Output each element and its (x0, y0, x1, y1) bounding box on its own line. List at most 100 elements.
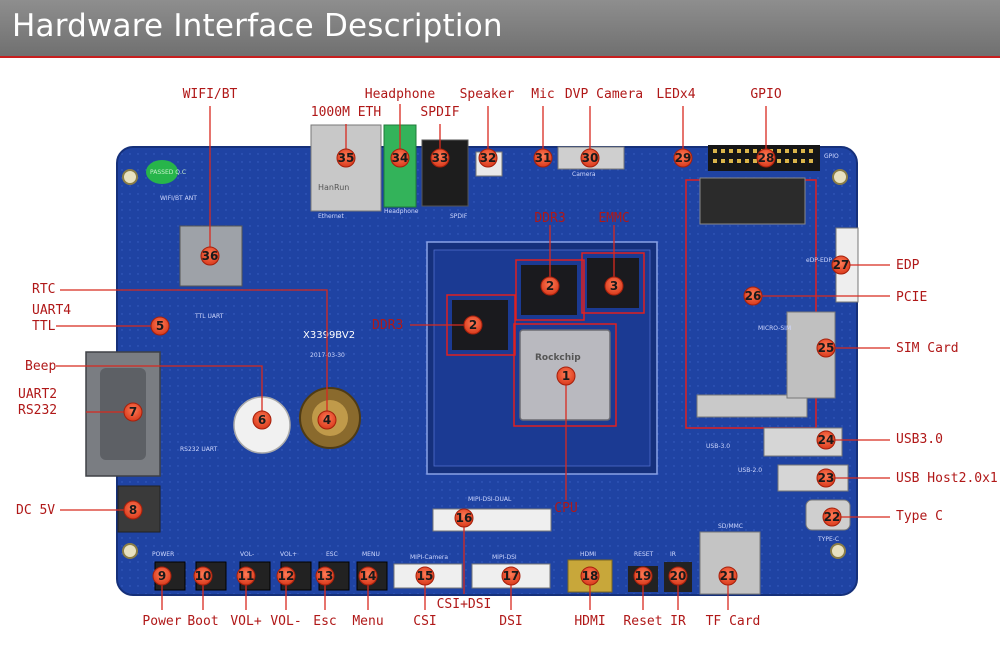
cpu-highlight (513, 323, 617, 427)
callout-number: 18 (582, 569, 599, 583)
callout-label: EDP (896, 258, 920, 273)
silk-power: POWER (152, 551, 174, 558)
gpio-pin (729, 159, 733, 163)
callout-number: 9 (158, 569, 166, 583)
callout-marker (276, 566, 296, 586)
emmc-highlight (581, 252, 645, 314)
callout-label: PCIE (896, 290, 927, 305)
silk-vol-plus: VOL+ (280, 551, 297, 558)
silk-mipi-dual: MIPI-DSI-DUAL (468, 496, 512, 503)
gpio-pin (753, 149, 757, 153)
gpio-pin (777, 149, 781, 153)
qc-sticker (146, 160, 178, 184)
gpio-pin (745, 159, 749, 163)
callout-number: 31 (535, 151, 552, 165)
callout-label: DSI (499, 614, 522, 629)
callout-marker (150, 316, 170, 336)
callout-number: 36 (202, 249, 219, 263)
callout-number: 4 (323, 413, 331, 427)
gpio-pin (713, 149, 717, 153)
callout-label: Speaker (460, 87, 515, 102)
silk-sd-mmc: SD/MMC (718, 523, 743, 530)
silk-headphone: Headphone (384, 208, 419, 215)
gpio-pin (729, 149, 733, 153)
callout-label: HDMI (574, 614, 605, 629)
callout-marker (315, 566, 335, 586)
gpio-pin (737, 159, 741, 163)
callout-number: 21 (720, 569, 737, 583)
gpio-pin (721, 159, 725, 163)
callout-label: TF Card (706, 614, 761, 629)
callout-marker (743, 286, 763, 306)
gpio-pin (737, 149, 741, 153)
rs232-connector-face (100, 368, 146, 460)
callout-label: Menu (352, 614, 383, 629)
callout-marker (430, 148, 450, 168)
callout-marker (123, 500, 143, 520)
callout-label: CSI+DSI (437, 597, 492, 612)
silk-hdmi: HDMI (580, 551, 596, 558)
silk-ir: IR (670, 551, 676, 558)
callout-marker (604, 276, 624, 296)
callout-label: Reset (623, 614, 662, 629)
callout-number: 14 (360, 569, 377, 583)
silk-esc: ESC (326, 551, 338, 558)
callout-marker (633, 566, 653, 586)
eth-brand-text: HanRun (318, 183, 349, 192)
header-accent-line (0, 56, 1000, 58)
callout-number: 33 (432, 151, 449, 165)
silk-vol-minus: VOL- (240, 551, 254, 558)
callout-number: 2 (546, 279, 554, 293)
callout-label: VOL+ (230, 614, 261, 629)
silk-mipi-camera: MIPI-Camera (410, 554, 448, 561)
callout-number: 23 (818, 471, 835, 485)
csi-dsi-fpc (432, 508, 552, 532)
callout-label: RTC (32, 282, 55, 297)
silk-usb3: USB-3.0 (706, 443, 730, 450)
callout-number: 26 (745, 289, 762, 303)
callout-number: 15 (417, 569, 434, 583)
callout-marker (540, 276, 560, 296)
callout-number: 11 (238, 569, 255, 583)
callout-label: DVP Camera (565, 87, 643, 102)
callout-label: CPU (554, 501, 577, 516)
mini-pcie-slot (699, 177, 806, 225)
gpio-pin (809, 159, 813, 163)
callout-marker (673, 148, 693, 168)
silk-edp: eDP-EDP (806, 257, 832, 264)
gpio-pin (801, 149, 805, 153)
silk-spdif: SPDIF (450, 213, 468, 220)
gpio-pin (793, 159, 797, 163)
callout-marker (336, 148, 356, 168)
callout-marker (252, 410, 272, 430)
callout-number: 25 (818, 341, 835, 355)
callout-label: Esc (313, 614, 336, 629)
silk-rs232: RS232 UART (180, 446, 218, 453)
callout-number: 1 (562, 369, 570, 383)
callout-label: Headphone (365, 87, 436, 102)
callout-number: 16 (456, 511, 473, 525)
callout-label: EMMC (598, 211, 629, 226)
callout-number: 17 (503, 569, 520, 583)
gpio-pin (753, 159, 757, 163)
callout-label: VOL- (270, 614, 301, 629)
callout-marker (501, 566, 521, 586)
callout-marker (415, 566, 435, 586)
callout-marker (816, 338, 836, 358)
callout-marker (193, 566, 213, 586)
callout-number: 22 (824, 510, 841, 524)
gpio-pin (721, 149, 725, 153)
callout-label: CSI (413, 614, 436, 629)
callout-label: Type C (896, 509, 943, 524)
callout-number: 24 (818, 433, 835, 447)
silk-reset: RESET (634, 551, 654, 558)
callout-label: Mic (531, 87, 554, 102)
callout-number: 30 (582, 151, 599, 165)
callout-marker (390, 148, 410, 168)
sim-card-slot (786, 311, 836, 399)
callout-marker (358, 566, 378, 586)
gpio-pin (713, 159, 717, 163)
